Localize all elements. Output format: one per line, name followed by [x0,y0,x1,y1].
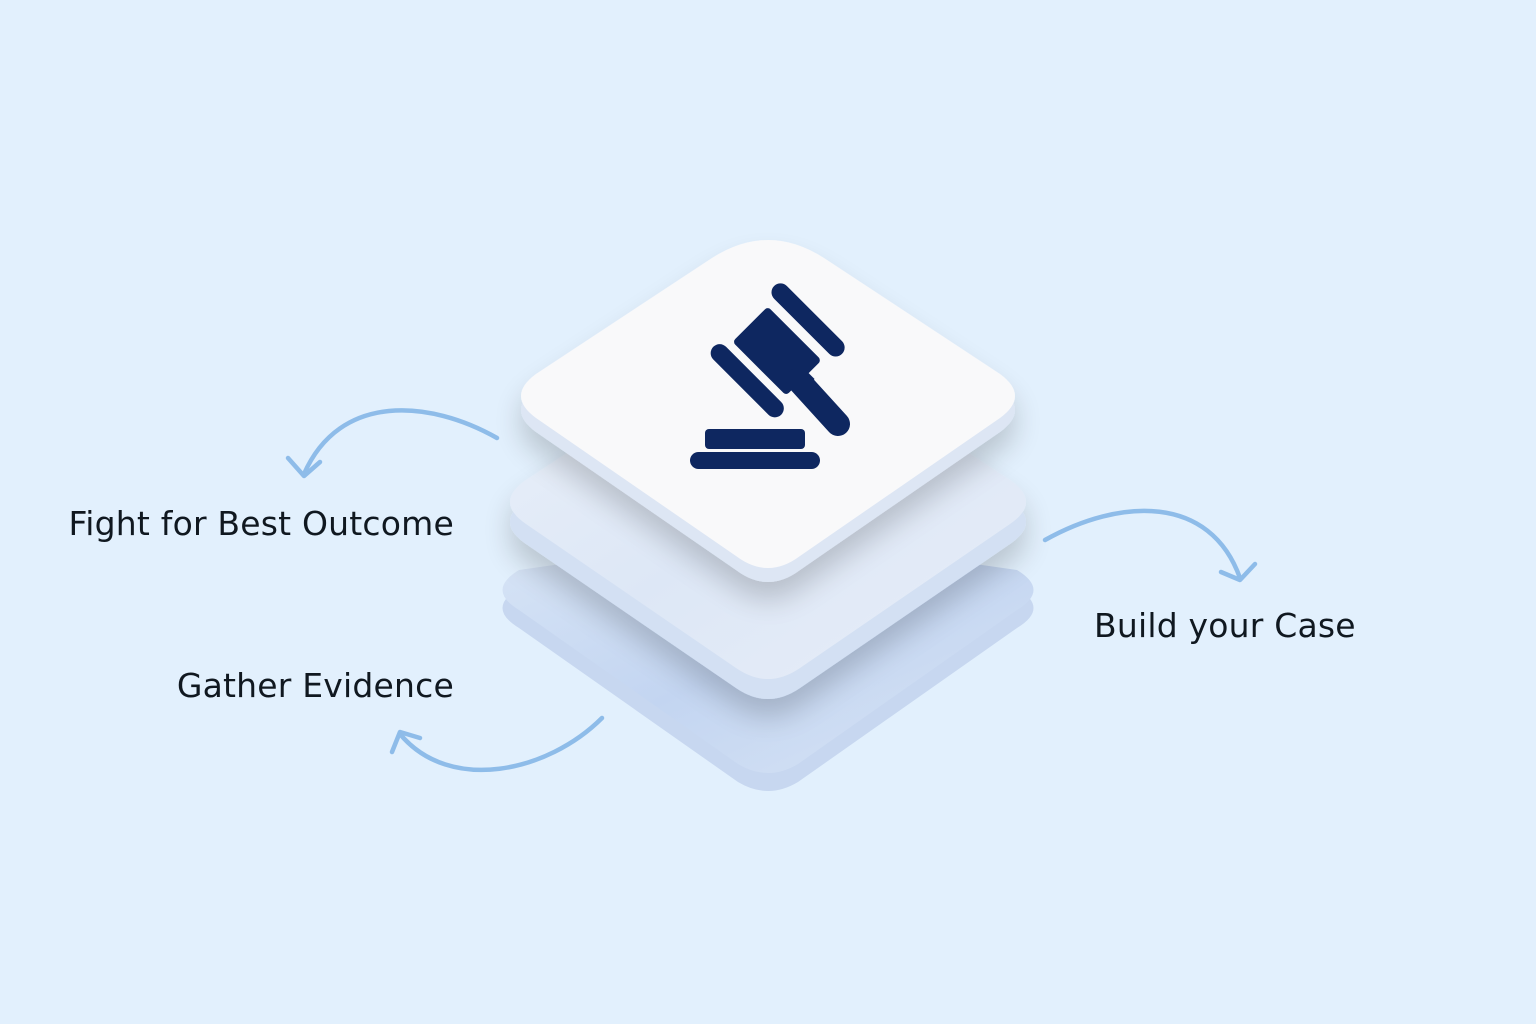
step-label-build-your-case: Build your Case [1094,606,1356,645]
arrow-to-fight [285,408,500,479]
arrow-to-gather [389,715,605,773]
gavel-icon [690,283,850,469]
step-label-fight-for-best-outcome: Fight for Best Outcome [68,504,454,543]
step-label-gather-evidence: Gather Evidence [176,666,454,705]
arrow-to-build [1042,508,1258,583]
